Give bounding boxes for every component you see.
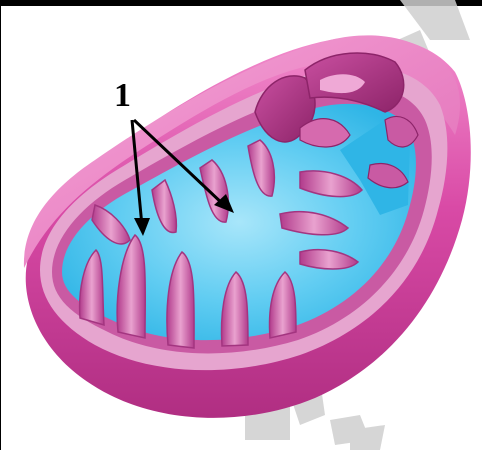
label-1: 1 [114, 77, 131, 114]
